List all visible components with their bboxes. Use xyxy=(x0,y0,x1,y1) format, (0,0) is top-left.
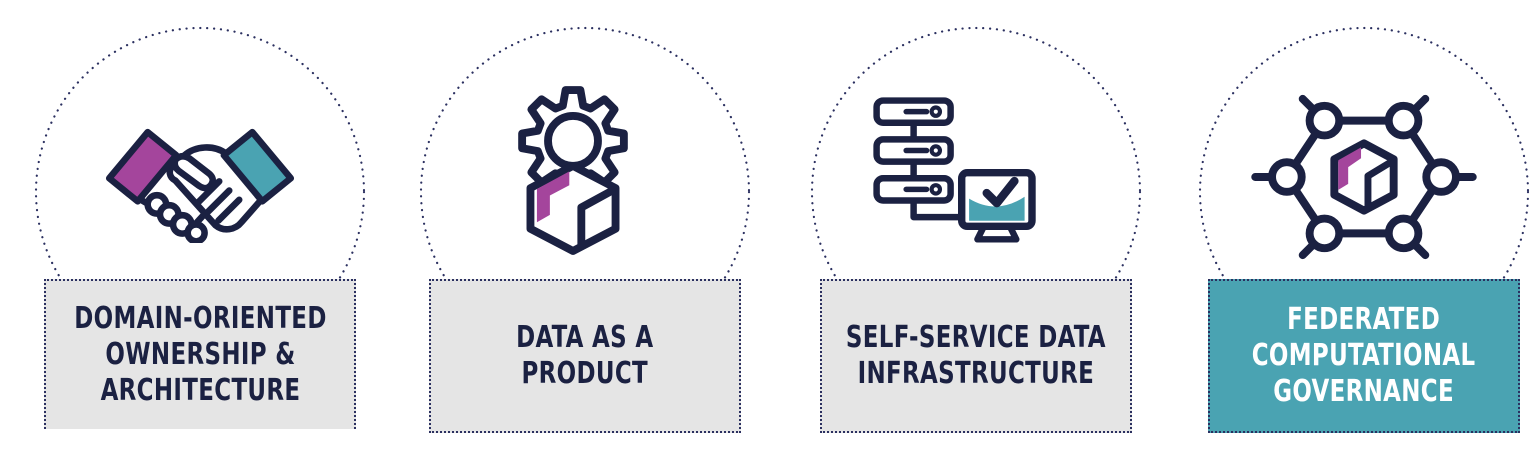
principle-label: FEDERATED COMPUTATIONAL GOVERNANCE xyxy=(1252,302,1476,409)
gear-cube-icon xyxy=(518,86,628,255)
network-cube-icon xyxy=(1251,94,1477,260)
principle-label: DATA AS A PRODUCT xyxy=(516,320,654,391)
icon-wrap xyxy=(1245,88,1483,266)
principle-card-domain-ownership: DOMAIN-ORIENTED OWNERSHIP & ARCHITECTURE xyxy=(8,0,392,473)
principle-card-self-service-infra: SELF-SERVICE DATA INFRASTRUCTURE xyxy=(784,0,1168,473)
principle-card-federated-governance: FEDERATED COMPUTATIONAL GOVERNANCE xyxy=(1172,0,1536,473)
icon-wrap xyxy=(866,95,1051,243)
handshake-icon xyxy=(105,128,295,243)
servers-monitor-icon xyxy=(873,97,1036,243)
dotted-circle xyxy=(34,26,366,358)
dotted-circle xyxy=(419,26,751,358)
principle-label: SELF-SERVICE DATA INFRASTRUCTURE xyxy=(846,320,1106,391)
dotted-circle xyxy=(810,26,1142,358)
principle-label-box: DATA AS A PRODUCT xyxy=(429,279,741,433)
dotted-circle xyxy=(1198,26,1530,358)
principle-label-box: SELF-SERVICE DATA INFRASTRUCTURE xyxy=(820,279,1132,433)
principle-card-data-as-product: DATA AS A PRODUCT xyxy=(393,0,777,473)
icon-wrap xyxy=(100,112,300,243)
principle-label: DOMAIN-ORIENTED OWNERSHIP & ARCHITECTURE xyxy=(73,301,327,408)
principle-label-box: FEDERATED COMPUTATIONAL GOVERNANCE xyxy=(1208,279,1520,433)
principle-label-box: DOMAIN-ORIENTED OWNERSHIP & ARCHITECTURE xyxy=(44,279,356,429)
icon-wrap xyxy=(504,78,643,263)
